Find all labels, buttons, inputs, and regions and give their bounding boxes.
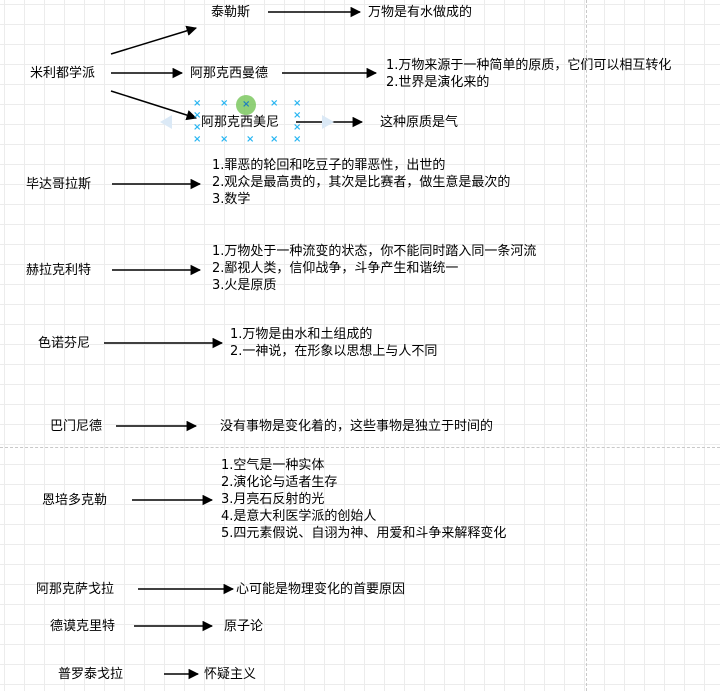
resize-handle-icon[interactable]: × bbox=[193, 122, 202, 133]
arrow-milesian-anaximenes bbox=[110, 90, 198, 121]
resize-handle-icon[interactable]: × bbox=[293, 122, 302, 133]
heraclitus-desc-line: 1.万物处于一种流变的状态，你不能同时踏入同一条河流 bbox=[212, 244, 537, 259]
pythagoras-desc-line: 2.观众是最高贵的，其次是比赛者，做生意是最次的 bbox=[212, 175, 511, 190]
node-xenophanes-desc[interactable]: 1.万物是由水和土组成的 2.一神说，在形象以思想上与人不同 bbox=[230, 326, 437, 360]
resize-handle-icon[interactable]: × bbox=[220, 98, 229, 109]
heraclitus-desc-line: 3.火是原质 bbox=[212, 278, 277, 293]
heraclitus-desc-line: 2.鄙视人类，信仰战争，斗争产生和谐统一 bbox=[212, 261, 459, 276]
resize-handle-icon[interactable]: × bbox=[270, 98, 279, 109]
node-democritus[interactable]: 德谟克里特 bbox=[50, 619, 116, 634]
resize-handle-icon[interactable]: × bbox=[293, 134, 302, 145]
resize-handle-icon[interactable]: × bbox=[193, 134, 202, 145]
node-empedocles[interactable]: 恩培多克勒 bbox=[42, 493, 108, 508]
xenophanes-desc-line: 1.万物是由水和土组成的 bbox=[230, 327, 373, 342]
node-anaximenes[interactable]: 阿那克西美尼 bbox=[201, 115, 280, 130]
hover-arrow-left-icon[interactable] bbox=[160, 115, 172, 129]
rotate-center-icon[interactable]: × bbox=[242, 99, 251, 110]
empedocles-desc-line: 1.空气是一种实体 bbox=[221, 458, 325, 473]
node-heraclitus[interactable]: 赫拉克利特 bbox=[26, 263, 92, 278]
hover-arrow-right-icon[interactable] bbox=[322, 115, 334, 129]
node-anaximander-desc[interactable]: 1.万物来源于一种简单的原质，它们可以相互转化 2.世界是演化来的 bbox=[386, 57, 671, 91]
pythagoras-desc-line: 1.罪恶的轮回和吃豆子的罪恶性，出世的 bbox=[212, 158, 446, 173]
node-protagoras[interactable]: 普罗泰戈拉 bbox=[58, 667, 124, 682]
node-milesian[interactable]: 米利都学派 bbox=[30, 66, 96, 81]
node-heraclitus-desc[interactable]: 1.万物处于一种流变的状态，你不能同时踏入同一条河流 2.鄙视人类，信仰战争，斗… bbox=[212, 243, 536, 294]
node-parmenides[interactable]: 巴门尼德 bbox=[50, 419, 103, 434]
node-pythagoras[interactable]: 毕达哥拉斯 bbox=[26, 177, 92, 192]
arrow-milesian-thales bbox=[110, 25, 198, 55]
node-parmenides-desc[interactable]: 没有事物是变化着的，这些事物是独立于时间的 bbox=[220, 419, 494, 434]
page-break-vertical bbox=[586, 0, 587, 691]
node-anaxagoras[interactable]: 阿那克萨戈拉 bbox=[36, 582, 115, 597]
node-empedocles-desc[interactable]: 1.空气是一种实体 2.演化论与适者生存 3.月亮石反射的光 4.是意大利医学派… bbox=[221, 457, 506, 542]
node-anaximander[interactable]: 阿那克西曼德 bbox=[190, 66, 269, 81]
node-democritus-desc[interactable]: 原子论 bbox=[224, 619, 264, 634]
empedocles-desc-line: 5.四元素假说、自诩为神、用爱和斗争来解释变化 bbox=[221, 526, 507, 541]
resize-handle-icon[interactable]: × bbox=[193, 110, 202, 121]
xenophanes-desc-line: 2.一神说，在形象以思想上与人不同 bbox=[230, 344, 438, 359]
resize-handle-icon[interactable]: × bbox=[220, 134, 229, 145]
node-thales-desc[interactable]: 万物是有水做成的 bbox=[368, 5, 473, 20]
anaximander-desc-line: 1.万物来源于一种简单的原质，它们可以相互转化 bbox=[386, 58, 672, 73]
empedocles-desc-line: 2.演化论与适者生存 bbox=[221, 475, 338, 490]
node-anaximenes-desc[interactable]: 这种原质是气 bbox=[380, 115, 459, 130]
anaximander-desc-line: 2.世界是演化来的 bbox=[386, 75, 490, 90]
resize-handle-icon[interactable]: × bbox=[293, 110, 302, 121]
node-thales[interactable]: 泰勒斯 bbox=[211, 5, 251, 20]
empedocles-desc-line: 4.是意大利医学派的创始人 bbox=[221, 509, 377, 524]
node-pythagoras-desc[interactable]: 1.罪恶的轮回和吃豆子的罪恶性，出世的 2.观众是最高贵的，其次是比赛者，做生意… bbox=[212, 157, 510, 208]
node-protagoras-desc[interactable]: 怀疑主义 bbox=[204, 667, 257, 682]
pythagoras-desc-line: 3.数学 bbox=[212, 192, 251, 207]
resize-handle-icon[interactable]: × bbox=[246, 134, 255, 145]
node-anaxagoras-desc[interactable]: 心可能是物理变化的首要原因 bbox=[236, 582, 406, 597]
node-xenophanes[interactable]: 色诺芬尼 bbox=[38, 336, 91, 351]
resize-handle-icon[interactable]: × bbox=[193, 98, 202, 109]
empedocles-desc-line: 3.月亮石反射的光 bbox=[221, 492, 325, 507]
resize-handle-icon[interactable]: × bbox=[293, 98, 302, 109]
resize-handle-icon[interactable]: × bbox=[270, 134, 279, 145]
rotate-handle[interactable] bbox=[236, 95, 256, 115]
page-break-horizontal bbox=[0, 447, 720, 448]
